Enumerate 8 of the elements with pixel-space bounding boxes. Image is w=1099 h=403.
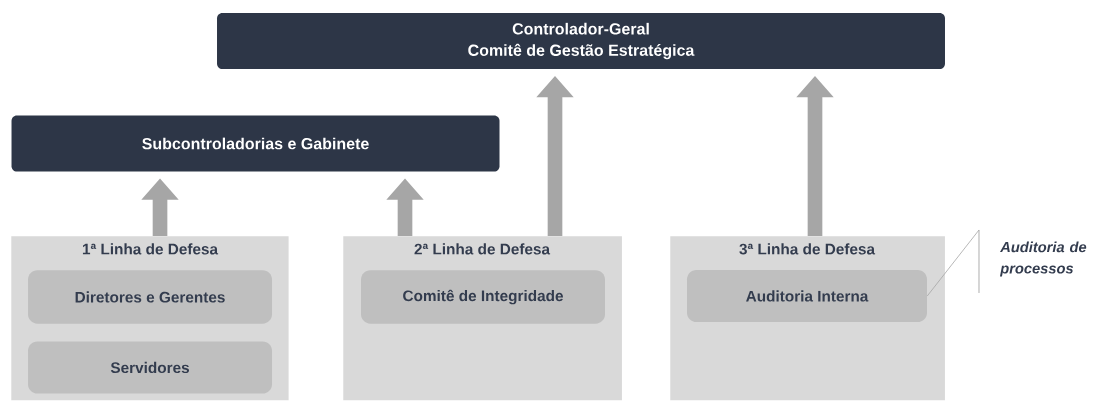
header-box: Controlador-Geral Comitê de Gestão Estratégica	[217, 13, 945, 69]
unit-box: Auditoria Interna	[687, 270, 927, 322]
unit-box: Diretores e Gerentes	[28, 270, 272, 324]
unit-box: Servidores	[28, 341, 272, 394]
header-box: Subcontroladorias e Gabinete	[11, 115, 500, 172]
leader-line	[926, 229, 980, 297]
callout-text: Auditoria de processos	[999, 241, 1087, 277]
unit-box: Comitê de Integridade	[361, 270, 605, 324]
